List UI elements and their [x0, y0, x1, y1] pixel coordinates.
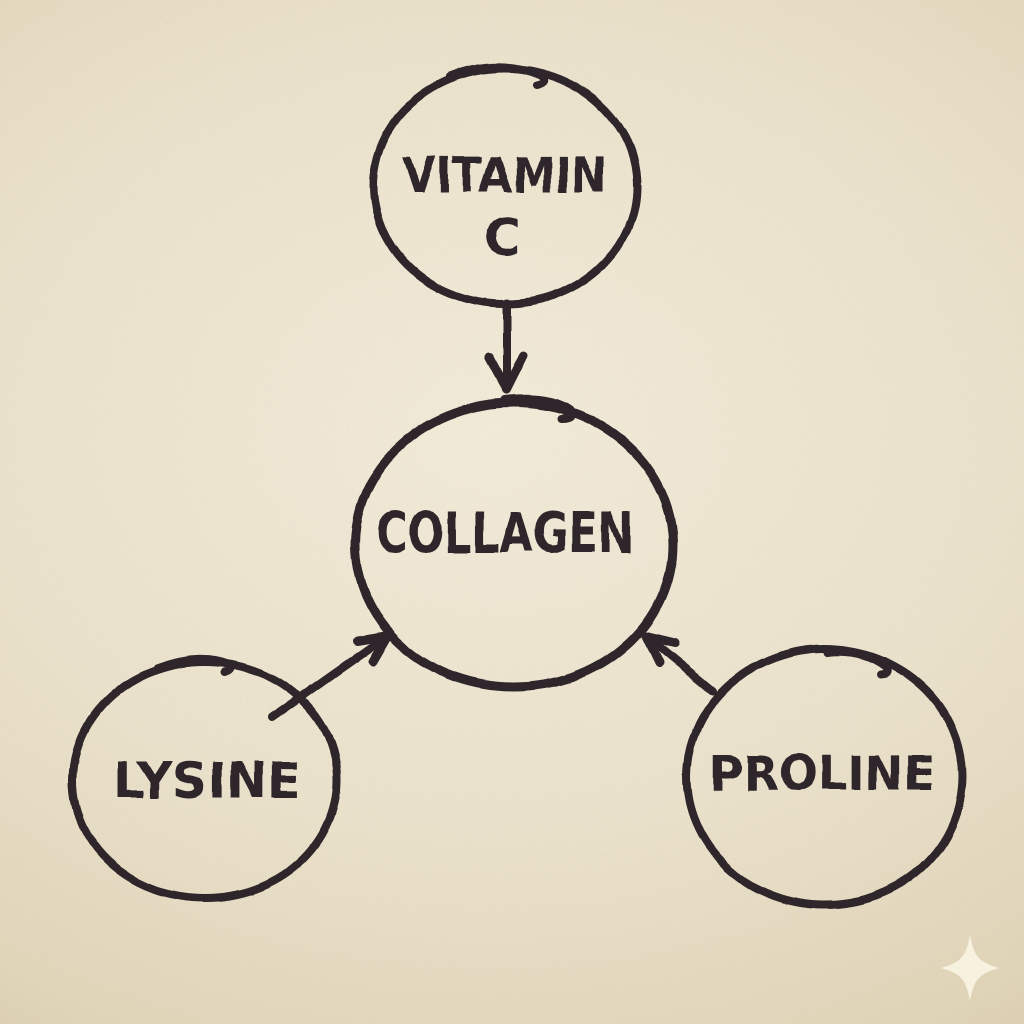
collagen-circle-stroke-overlap — [501, 394, 576, 423]
edge-lysine-to-collagen — [268, 631, 393, 722]
arrowhead-up-left-icon — [641, 631, 680, 668]
vitamin-c-circle-stroke-overlap — [446, 62, 548, 89]
proline-label: PROLINE — [709, 746, 935, 802]
vitamin-c-label-line1: VITAMIN — [403, 148, 607, 204]
arrowhead-up-right-icon — [353, 631, 393, 667]
proline-circle — [683, 645, 967, 909]
edge-vitamin-c-to-collagen — [484, 299, 529, 395]
node-proline: PROLINE — [683, 645, 967, 909]
node-lysine: LYSINE — [69, 655, 341, 902]
proline-circle-stroke-overlap — [824, 648, 892, 679]
arrow-shaft — [268, 632, 392, 722]
ink-layer: VITAMIN C COLLAGEN LYSINE PROLINE — [69, 62, 967, 909]
arrowhead-down-icon — [484, 351, 529, 395]
lysine-circle-stroke-overlap — [154, 655, 235, 676]
sparkle-icon — [941, 935, 999, 1001]
vitamin-c-label-line2: C — [485, 208, 522, 266]
arrow-shaft — [642, 632, 717, 695]
edge-proline-to-collagen — [641, 631, 717, 695]
collagen-label: COLLAGEN — [376, 501, 634, 566]
lysine-label: LYSINE — [113, 752, 301, 810]
node-collagen: COLLAGEN — [350, 394, 678, 692]
